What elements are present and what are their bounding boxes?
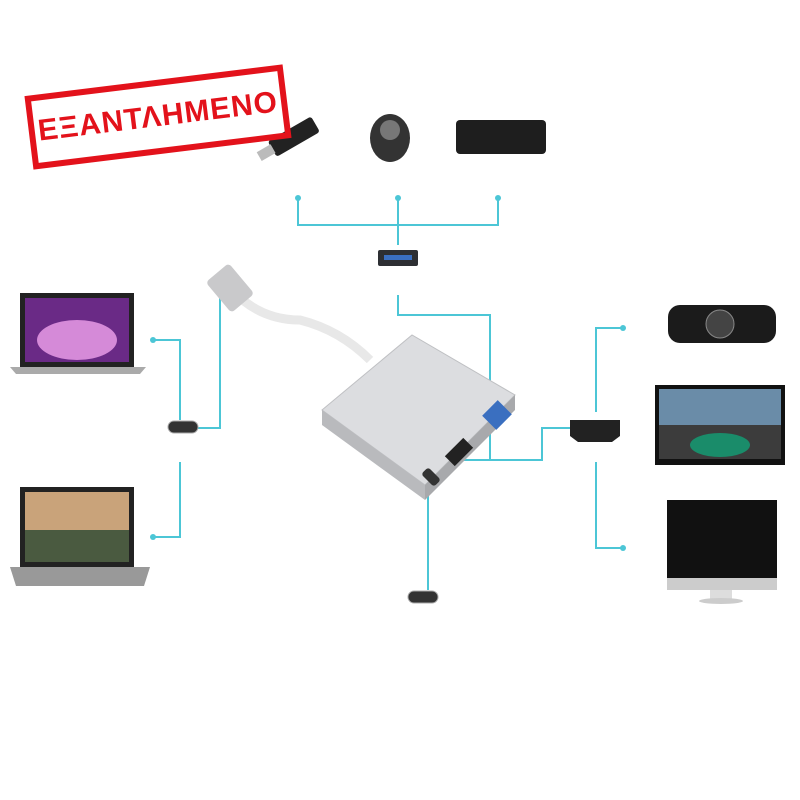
keyboard-icon — [456, 120, 546, 154]
usb-flash-drive-icon — [256, 117, 319, 161]
laptop-icon — [10, 487, 150, 586]
stamp-text: ΕΞΑΝΤΛΗΜΕΝΟ — [36, 85, 280, 148]
projector-icon — [668, 305, 776, 343]
monitor-icon — [667, 500, 777, 604]
hdmi-port-icon — [570, 420, 620, 442]
usb-c-hub — [321, 334, 516, 500]
usb-c-port-icon — [167, 420, 199, 434]
tv-icon — [655, 385, 785, 465]
laptop-icon — [10, 293, 146, 374]
connection-lines — [153, 198, 623, 590]
usb-c-plug — [207, 264, 253, 312]
usb-c-pd-port-icon — [407, 590, 439, 604]
